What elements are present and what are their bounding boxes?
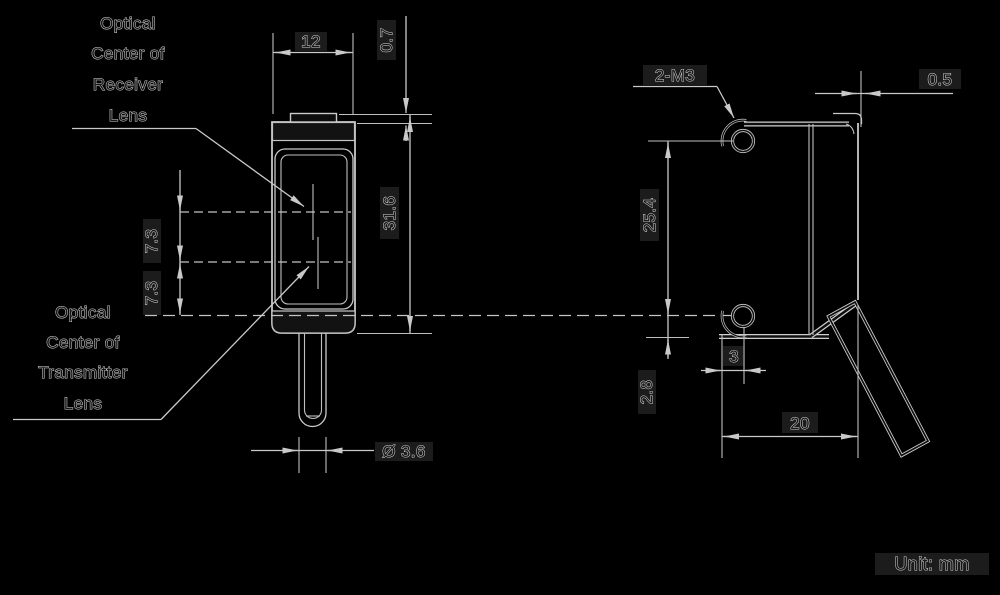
dim-tab-overhang: 0.5 xyxy=(815,69,961,127)
receiver-label-line: Receiver xyxy=(93,75,163,94)
text-patch xyxy=(782,412,818,433)
transmitter-spacing-value: 7.3 xyxy=(142,281,161,306)
cable-boot-outline xyxy=(826,299,931,458)
front-view: Optical Center of Receiver Lens Optical … xyxy=(13,14,737,473)
transmitter-label-line: Optical xyxy=(55,303,111,322)
dim-tab-height: 0.7 xyxy=(339,16,432,141)
dim-hole-front-offset: 3 xyxy=(701,327,766,384)
receiver-label: Optical Center of Receiver Lens xyxy=(72,14,305,208)
text-patch xyxy=(375,442,433,461)
text-patch xyxy=(919,69,961,89)
lens-window-outer xyxy=(274,148,354,310)
tab-height-value: 0.7 xyxy=(377,28,396,53)
bottom-band xyxy=(271,310,356,334)
lens-window-inner xyxy=(280,154,348,305)
transmitter-label-line: Transmitter xyxy=(38,363,128,382)
dim-width: 12 xyxy=(272,32,354,114)
text-patch xyxy=(638,370,656,414)
unit-note-text: Unit: mm xyxy=(894,554,969,574)
leader-line xyxy=(716,86,735,119)
lower-mounting-hole xyxy=(720,303,756,339)
depth-value: 20 xyxy=(790,414,810,433)
hole-bottom-offset-value: 2.8 xyxy=(637,380,656,405)
m3-hole xyxy=(731,304,755,328)
rear-tab-inner-curve xyxy=(845,123,855,135)
boss-arc xyxy=(721,310,747,338)
receiver-label-line: Center of xyxy=(91,44,165,63)
text-patch xyxy=(143,271,161,315)
text-patch xyxy=(143,219,161,263)
dim-height: 31.6 xyxy=(357,115,432,335)
hole-front-offset-value: 3 xyxy=(729,347,739,366)
boss-arc xyxy=(721,119,747,147)
cable-outline xyxy=(298,333,327,428)
mounting-holes-value: 2-M3 xyxy=(655,66,695,85)
side-view: 2-M3 0.5 25.4 xyxy=(633,65,961,458)
dim-lens-spacing: 7.3 7.3 xyxy=(142,170,183,315)
text-patch xyxy=(380,187,399,239)
receiver-label-line: Lens xyxy=(109,106,147,125)
transmitter-label-line: Center of xyxy=(46,333,120,352)
text-patch xyxy=(723,346,745,366)
dim-hole-spacing: 25.4 xyxy=(640,140,733,316)
text-patch xyxy=(295,32,327,51)
dim-cable-diameter: Ø 3.6 xyxy=(251,437,433,473)
top-tab xyxy=(289,112,338,123)
receiver-leader-line xyxy=(195,127,305,208)
text-patch xyxy=(377,20,396,60)
tab-overhang-value: 0.5 xyxy=(928,70,953,89)
text-patch xyxy=(643,65,707,85)
receiver-spacing-value: 7.3 xyxy=(142,229,161,254)
cable-inner xyxy=(303,333,323,419)
unit-note: Unit: mm xyxy=(875,553,989,575)
corner-chamfer-edge xyxy=(810,302,857,338)
cable-boot-outline xyxy=(827,300,930,457)
top-band xyxy=(271,121,356,142)
transmitter-label-line: Lens xyxy=(64,394,102,413)
dim-hole-bottom-offset: 2.8 xyxy=(637,316,689,414)
height-value: 31.6 xyxy=(380,196,399,231)
dim-depth: 20 xyxy=(721,305,859,458)
mounting-holes-callout: 2-M3 xyxy=(633,65,735,119)
cable-boot xyxy=(826,299,931,458)
receiver-label-line: Optical xyxy=(100,14,156,33)
cable-diameter-value: Ø 3.6 xyxy=(382,442,426,461)
hole-spacing-value: 25.4 xyxy=(640,198,659,233)
m3-hole xyxy=(731,129,755,153)
transmitter-leader-line xyxy=(160,266,310,420)
transmitter-label: Optical Center of Transmitter Lens xyxy=(13,266,310,421)
text-patch xyxy=(640,189,659,241)
width-value: 12 xyxy=(301,32,321,51)
text-patch xyxy=(875,553,989,575)
